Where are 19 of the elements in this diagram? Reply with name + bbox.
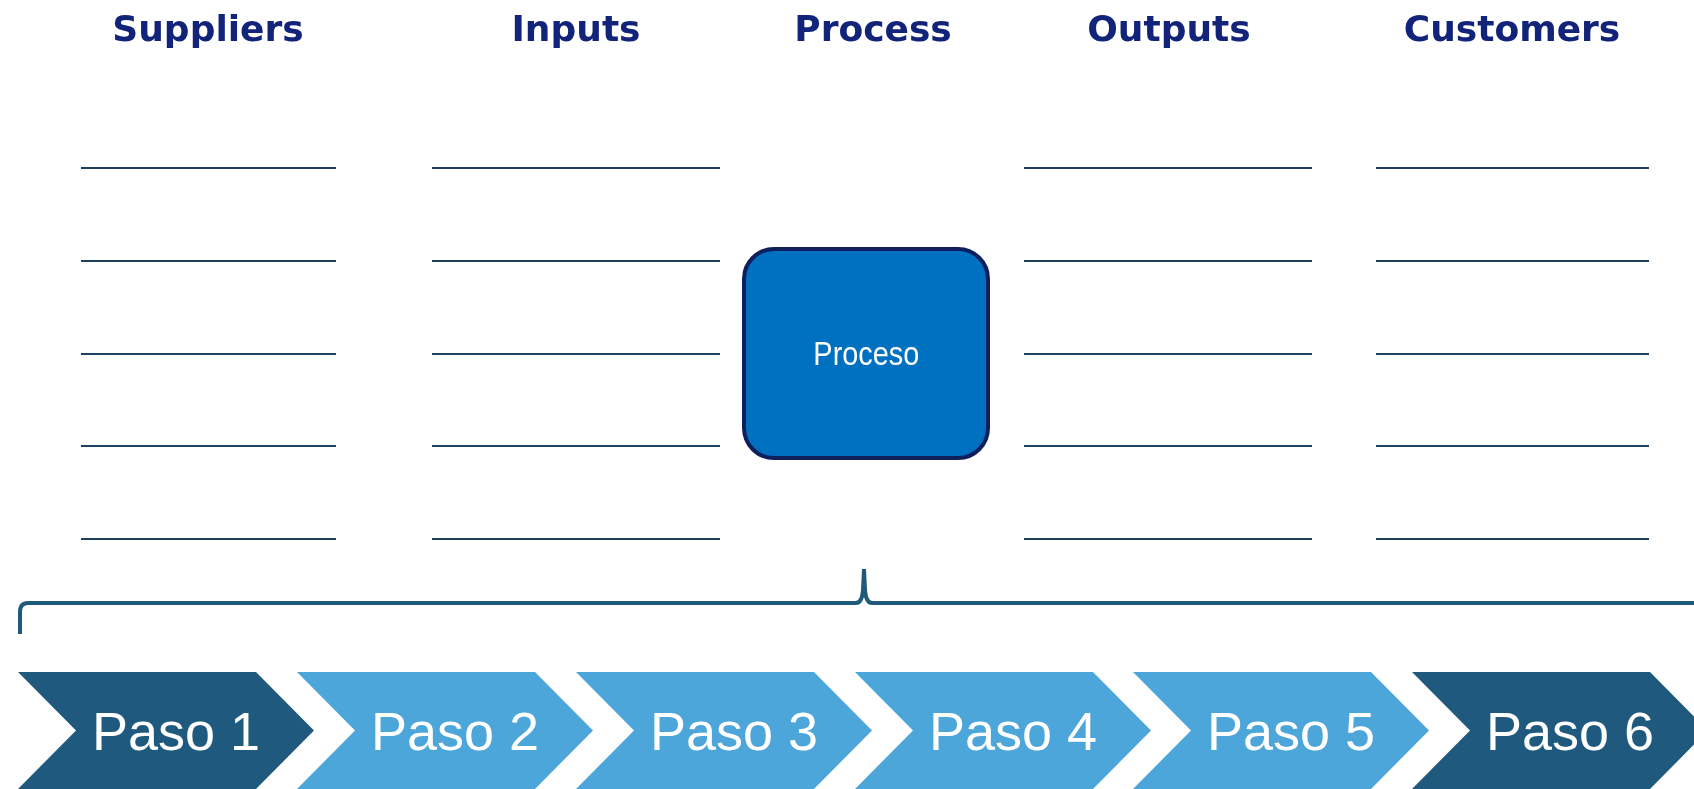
chevron-step [18,672,314,789]
column-heading: Customers [1403,8,1621,49]
step-label: Paso 5 [1205,699,1376,762]
chevron-step [576,672,872,789]
chevron-step [1133,672,1429,789]
step-label: Paso 6 [1484,699,1655,762]
chevron-step [855,672,1151,789]
step-label: Paso 4 [927,699,1098,762]
chevron-step [297,672,593,789]
column-heading: Process [794,8,952,49]
column-heading: Outputs [1087,8,1251,49]
process-label: Proceso [813,334,919,373]
column-heading: Inputs [511,8,641,49]
process-box [742,247,990,460]
step-label: Paso 1 [90,699,261,762]
step-label: Paso 2 [369,699,540,762]
chevron-step [1412,672,1694,789]
column-heading: Suppliers [112,8,304,49]
step-label: Paso 3 [648,699,819,762]
